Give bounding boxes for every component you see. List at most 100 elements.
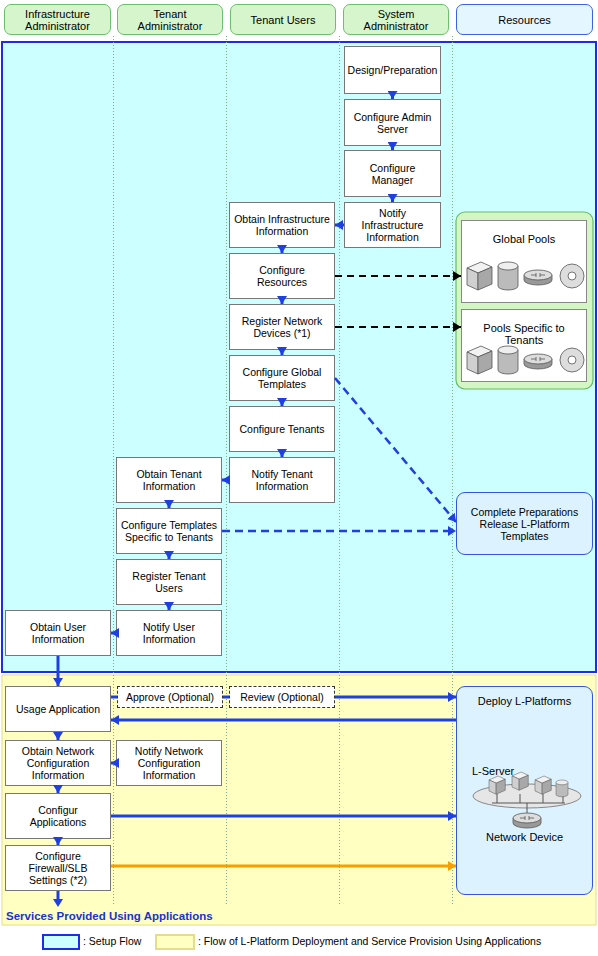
process-box: Notify Tenant Information <box>229 457 335 503</box>
role-header: Tenant Users <box>230 4 336 35</box>
flow-arrow <box>281 350 284 355</box>
flow-arrow <box>57 839 60 845</box>
process-box: Configure Templates Specific to Tenants <box>116 508 222 554</box>
role-header: Tenant Administrator <box>117 4 223 35</box>
flow-arrow <box>391 146 394 150</box>
flow-arrow <box>111 632 116 635</box>
flow-arrow <box>223 696 229 699</box>
deploy-band <box>2 675 596 925</box>
deploy-box: Deploy L-PlatformsL-ServerNetwork Device <box>456 686 593 895</box>
node-text: Obtain Network Configuration Information <box>6 745 110 781</box>
process-box: Register Tenant Users <box>116 559 222 605</box>
role-header: System Administrator <box>343 4 449 35</box>
process-box: Configure Admin Server <box>344 99 441 146</box>
pool-box: Pools Specific to Tenants <box>461 309 587 382</box>
node-text: Deploy L-Platforms <box>475 695 575 707</box>
process-box: Notify User Information <box>116 610 222 656</box>
optional-box: Approve (Optional) <box>117 686 223 708</box>
node-text: Configure Global Templates <box>230 366 334 390</box>
part-label: Network Device <box>483 831 566 843</box>
dashed-arrow <box>222 530 456 533</box>
process-box: Obtain Infrastructure Information <box>229 202 335 248</box>
flow-arrow <box>222 479 229 482</box>
flow-end-label: Services Provided Using Applications <box>6 910 213 923</box>
role-header: Resources <box>456 4 593 35</box>
node-text: Notify Infrastructure Information <box>345 207 440 243</box>
node-text: Obtain Infrastructure Information <box>230 213 334 237</box>
flow-arrow <box>111 815 456 818</box>
node-text: Usage Application <box>13 703 103 715</box>
node-text: Review (Optional) <box>237 691 326 703</box>
flow-arrow <box>281 452 284 457</box>
flow-arrow <box>281 299 284 304</box>
flow-arrow <box>111 696 117 699</box>
node-text: Configure Firewall/SLB Settings (*2) <box>6 850 110 886</box>
setup-band <box>2 42 596 672</box>
dashed-arrow <box>335 275 461 277</box>
node-text: Pools Specific to Tenants <box>462 322 586 346</box>
node-text: Infrastructure Administrator <box>5 8 110 32</box>
node-text: Obtain User Information <box>6 621 110 645</box>
node-text: Register Tenant Users <box>117 570 221 594</box>
process-box: Configure Global Templates <box>229 355 335 401</box>
node-text: Configure Manager <box>345 162 440 186</box>
flow-arrow <box>168 554 171 559</box>
flow-arrow <box>391 94 394 99</box>
node-text: Configure Templates Specific to Tenants <box>117 519 221 543</box>
legend-text: : Flow of L-Platform Deployment and Serv… <box>198 935 541 948</box>
flow-arrow <box>111 719 456 722</box>
resource-group <box>456 212 593 389</box>
flow-arrow <box>335 696 456 699</box>
process-box: Obtain User Information <box>5 610 111 656</box>
node-text: Notify User Information <box>117 621 221 645</box>
process-box: Obtain Network Configuration Information <box>5 740 111 786</box>
node-text: Approve (Optional) <box>123 691 217 703</box>
node-text: Configure Admin Server <box>345 111 440 135</box>
process-box: Configure Tenants <box>229 406 335 452</box>
flow-arrow <box>281 401 284 406</box>
optional-box: Review (Optional) <box>229 686 335 708</box>
node-text: Configure Resources <box>230 264 334 288</box>
node-text: Configur Applications <box>6 804 110 828</box>
flow-arrow <box>335 224 344 227</box>
flow-arrow <box>57 656 60 686</box>
node-text: Notify Tenant Information <box>230 468 334 492</box>
service-arrow <box>53 891 63 907</box>
flow-arrow <box>168 503 171 508</box>
flow-arrow <box>168 605 171 610</box>
process-box: Notify Network Configuration Information <box>116 740 222 786</box>
dashed-arrow <box>335 326 461 328</box>
legend-text: : Setup Flow <box>83 935 141 948</box>
flow-arrow <box>111 865 456 868</box>
node-text: Complete Preparations Release L-Platform… <box>457 506 592 542</box>
process-box: Configure Firewall/SLB Settings (*2) <box>5 845 111 891</box>
legend-swatch <box>155 934 195 950</box>
node-text: Register Network Devices (*1) <box>230 315 334 339</box>
result-box: Complete Preparations Release L-Platform… <box>456 492 593 555</box>
process-box: Configure Manager <box>344 150 441 197</box>
flow-arrow <box>57 786 60 793</box>
pool-box: Global Pools <box>461 220 587 303</box>
node-text: Tenant Administrator <box>118 8 222 32</box>
node-text: Notify Network Configuration Information <box>117 745 221 781</box>
node-text: Resources <box>495 14 554 26</box>
swimlane-dividers <box>114 36 453 905</box>
node-text: Configure Tenants <box>236 423 327 435</box>
flow-arrow <box>57 732 60 740</box>
process-box: Configure Resources <box>229 253 335 299</box>
flow-arrow <box>281 248 284 253</box>
role-header: Infrastructure Administrator <box>4 4 111 35</box>
process-box: Notify Infrastructure Information <box>344 202 441 248</box>
node-text: Design/Preparation <box>345 64 441 76</box>
flow-arrow <box>391 197 394 202</box>
flow-arrow <box>111 762 116 765</box>
process-box: Configur Applications <box>5 793 111 839</box>
node-text: Tenant Users <box>248 14 319 26</box>
node-text: Obtain Tenant Information <box>117 468 221 492</box>
node-text: System Administrator <box>344 8 448 32</box>
dashed-arrow <box>335 378 456 522</box>
process-box: Obtain Tenant Information <box>116 457 222 503</box>
process-box: Design/Preparation <box>344 46 441 94</box>
legend-swatch <box>42 934 80 950</box>
